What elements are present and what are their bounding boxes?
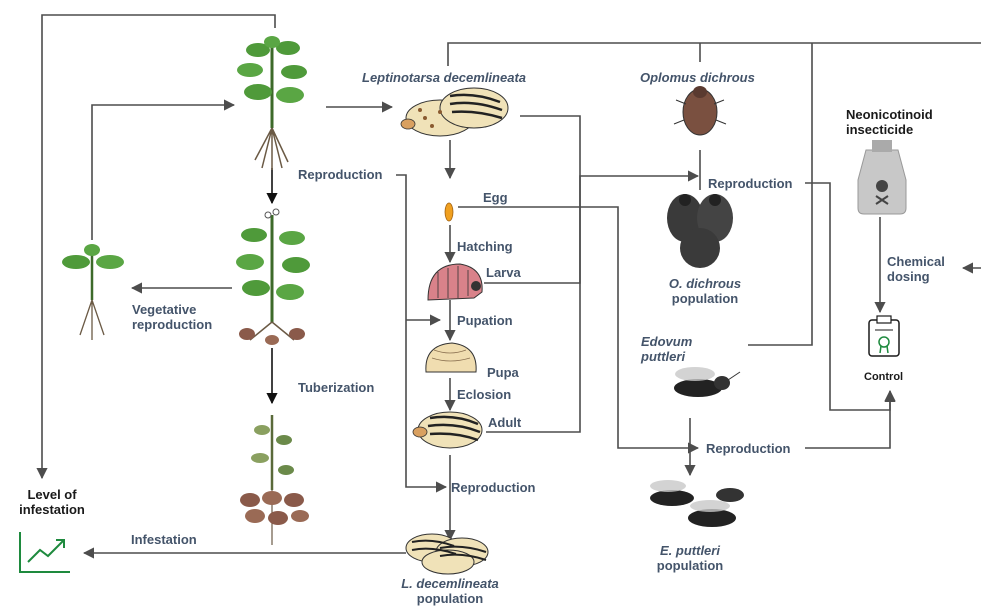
level-line-1: Level of [12,487,92,502]
od-population-line-2: population [655,291,755,306]
ld-population-label: L. decemlineata population [400,576,500,606]
wasp-icon [674,367,740,397]
vegetative-reproduction-label: Vegetative reproduction [132,302,212,332]
neonicotinoid-line-1: Neonicotinoid [846,107,933,122]
insecticide-bottle-icon [858,140,906,214]
top-connector-line [448,43,981,66]
adult-beetle-icon [413,412,482,448]
vegetative-line-2: reproduction [132,317,212,332]
neonicotinoid-label: Neonicotinoid insecticide [846,107,933,137]
ld-population-line-2: population [400,591,500,606]
ep-population-line-2: population [640,558,740,573]
neonicotinoid-line-2: insecticide [846,122,933,137]
edovum-line-2: puttleri [641,349,692,364]
vegetative-line-1: Vegetative [132,302,212,317]
chemical-dosing-label: Chemical dosing [887,254,945,284]
edovum-label: Edovum puttleri [641,334,692,364]
leptinotarsa-label: Leptinotarsa decemlineata [362,70,526,85]
edovum-line-1: Edovum [641,334,692,349]
pupa-icon [426,343,476,372]
level-of-infestation-label: Level of infestation [12,487,92,517]
egg-label: Egg [483,190,508,205]
beetle-population-icon [406,534,488,574]
reproduction-potato-label: Reproduction [298,167,383,182]
plant-to-infestation-arrow [42,15,275,478]
stink-bug-icon [674,86,726,135]
larva-label: Larva [486,265,521,280]
chemical-line-2: dosing [887,269,945,284]
od-population-label: O. dichrous population [655,276,755,306]
pupation-label: Pupation [457,313,513,328]
level-line-2: infestation [12,502,92,517]
ld-population-line-1: L. decemlineata [400,576,500,591]
od-population-line-1: O. dichrous [655,276,755,291]
infestation-label: Infestation [131,532,197,547]
trend-chart-icon [20,532,70,572]
control-label: Control [864,370,903,385]
reproduction-beetle-label: Reproduction [451,480,536,495]
tuberizing-potato-plant-icon [240,415,309,545]
beetle-icon [401,88,508,136]
seedling-icon [62,244,124,340]
tuberization-label: Tuberization [298,380,374,395]
stink-bug-population-icon [667,194,733,268]
egg-icon [445,203,453,221]
flowering-potato-plant-icon [236,209,310,345]
eclosion-label: Eclosion [457,387,511,402]
hatching-label: Hatching [457,239,513,254]
ep-population-line-1: E. puttleri [640,543,740,558]
larva-icon [428,264,482,300]
potato-plant-icon [237,36,307,170]
wasp-population-icon [650,480,744,527]
oplomus-label: Oplomus dichrous [640,70,755,85]
adult-label: Adult [488,415,521,430]
chemical-line-1: Chemical [887,254,945,269]
reproduction-edovum-label: Reproduction [706,441,791,456]
connector-lines [42,15,981,553]
pupa-label: Pupa [487,365,519,380]
edovum-reproduction-to-control [805,392,890,448]
control-clipboard-icon [869,316,899,356]
edovum-to-top-line [748,43,812,345]
seedling-to-plant-arrow [92,105,234,240]
ep-population-label: E. puttleri population [640,543,740,573]
reproduction-oplomus-label: Reproduction [708,176,793,191]
